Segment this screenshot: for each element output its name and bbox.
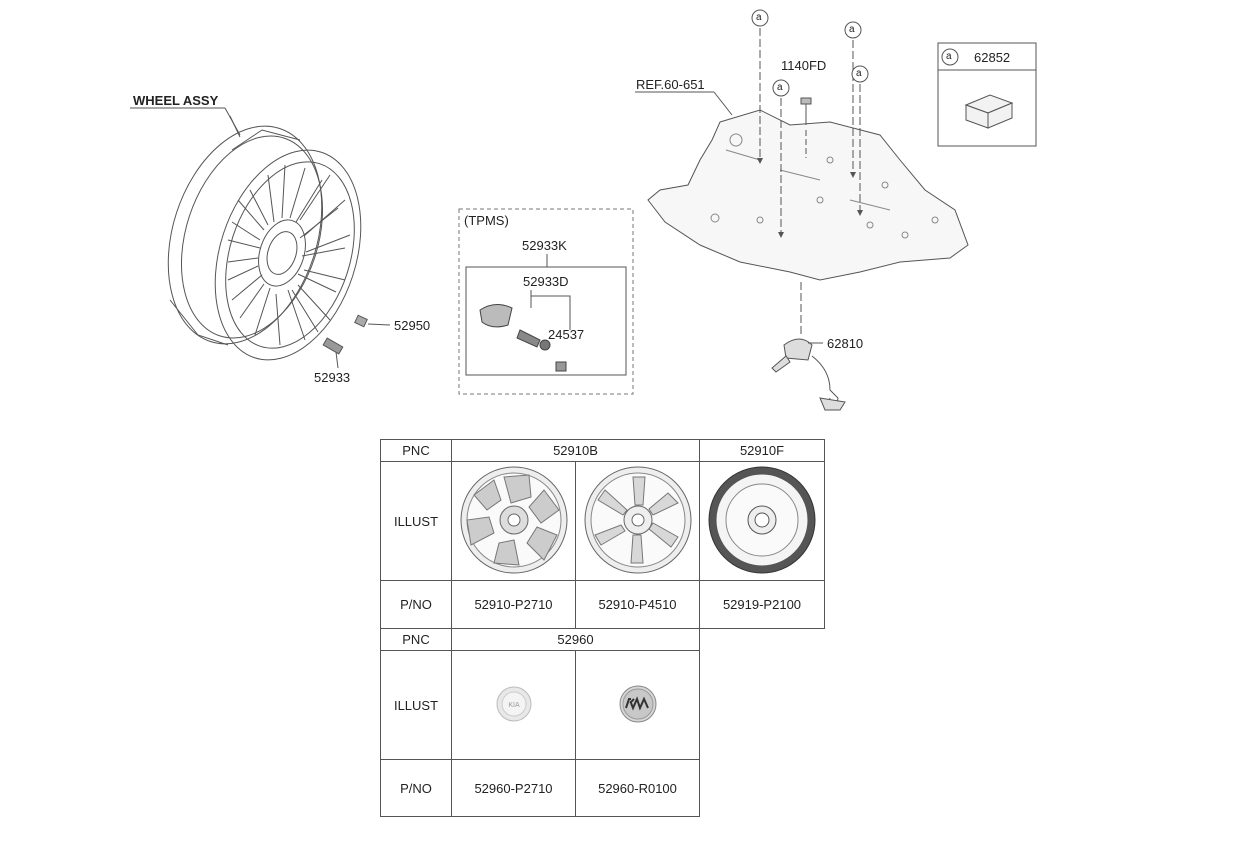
tire-carrier-62810-drawing: [771, 338, 846, 411]
part-1140fd-label: 1140FD: [781, 58, 827, 73]
svg-text:KIA: KIA: [508, 702, 520, 709]
pnc-header: PNC: [380, 439, 452, 462]
wheel-illust-1: [451, 461, 576, 581]
ref-a-5: a: [946, 51, 952, 62]
pnc-52960: 52960: [451, 628, 700, 651]
pno-header-2: P/NO: [380, 759, 452, 817]
hub-cap-icon: KIA: [496, 686, 531, 721]
pnc-52910b: 52910B: [451, 439, 700, 462]
pno-header: P/NO: [380, 580, 452, 629]
wheel-illust-2: [575, 461, 700, 581]
bolt-1140fd-drawing: [800, 97, 812, 158]
ref-a-circles: [751, 9, 959, 97]
pad-62852-drawing: [964, 94, 1014, 129]
alloy-wheel-icon: [460, 466, 567, 573]
ref-a-1: a: [756, 12, 762, 23]
steel-wheel-icon: [708, 466, 816, 573]
pnc-52910f: 52910F: [699, 439, 825, 462]
pno-52919-p2100: 52919-P2100: [699, 580, 825, 629]
ref-62852-box: [937, 42, 1037, 147]
kia-logo-cap-icon: [619, 685, 656, 722]
pno-52960-p2710: 52960-P2710: [451, 759, 576, 817]
illust-header-2: ILLUST: [380, 650, 452, 760]
alloy-wheel-icon: [584, 466, 691, 573]
part-62852-label: 62852: [974, 50, 1011, 65]
wheel-assy-drawing: [167, 115, 362, 361]
illust-header: ILLUST: [380, 461, 452, 581]
wheel-parts-table: PNC 52910B 52910F ILLUST: [380, 439, 825, 629]
part-52933d-label: 52933D: [523, 274, 569, 289]
ref-a-2: a: [777, 82, 783, 93]
part-52933-label: 52933: [314, 370, 351, 385]
part-62810-label: 62810: [827, 336, 864, 351]
tpms-group-box: [458, 208, 634, 395]
ref-label: REF.60-651: [636, 77, 705, 92]
part-24537-label: 24537: [548, 327, 585, 342]
wheel-assy-label: WHEEL ASSY: [133, 93, 219, 108]
ref-a-3: a: [849, 24, 855, 35]
tpms-kit-box: [465, 266, 627, 376]
tpms-label: (TPMS): [464, 213, 509, 228]
pno-52960-r0100: 52960-R0100: [575, 759, 700, 817]
cap-illust-1: KIA: [451, 650, 576, 760]
tpms-sensor-drawing: [479, 304, 567, 372]
wheel-illust-3: [699, 461, 825, 581]
valve-52933-drawing: [322, 337, 344, 369]
part-52950-label: 52950: [394, 318, 431, 333]
floor-panel-drawing: [647, 109, 969, 281]
pno-52910-p4510: 52910-P4510: [575, 580, 700, 629]
pno-52910-p2710: 52910-P2710: [451, 580, 576, 629]
valve-52950-drawing: [354, 314, 391, 328]
cap-parts-table: PNC 52960 ILLUST KIA P/NO 52960-P2710 52…: [380, 628, 700, 817]
part-52933k-label: 52933K: [522, 238, 567, 253]
pnc-header-2: PNC: [380, 628, 452, 651]
cap-illust-2: [575, 650, 700, 760]
ref-a-4: a: [856, 68, 862, 79]
